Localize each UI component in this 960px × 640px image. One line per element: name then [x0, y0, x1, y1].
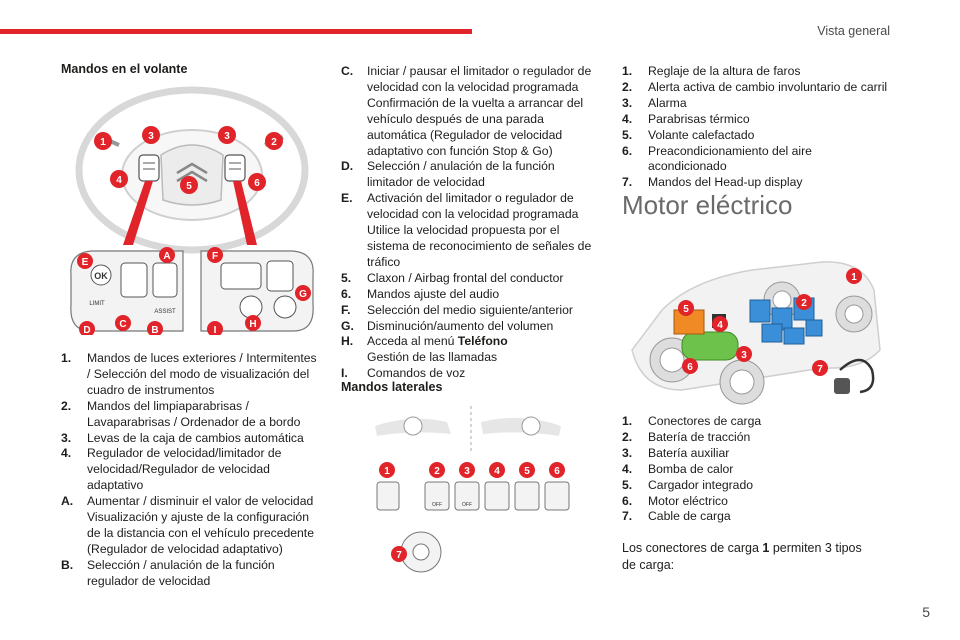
- motor-badges: 1 2 4 5 3 6 7: [678, 268, 862, 376]
- lateral-controls-diagram: OFF OFF 1 2 3 4 5 6 7: [375, 406, 570, 573]
- lateral-badges: 1 2 3 4 5 6 7: [379, 462, 565, 562]
- svg-text:OK: OK: [94, 271, 108, 281]
- svg-text:4: 4: [116, 175, 122, 186]
- section-label: Vista general: [817, 24, 890, 38]
- svg-text:2: 2: [801, 298, 807, 309]
- motor-legend: 1.Conectores de carga 2.Batería de tracc…: [622, 414, 892, 525]
- svg-text:1: 1: [384, 466, 390, 477]
- list-item: 5.Claxon / Airbag frontal del conductor: [341, 270, 564, 285]
- svg-text:7: 7: [396, 550, 402, 561]
- svg-text:3: 3: [464, 466, 470, 477]
- controls-legend: C.Iniciar / pausar el limitador o regula…: [341, 64, 603, 382]
- svg-text:4: 4: [717, 320, 723, 331]
- svg-text:5: 5: [186, 181, 192, 192]
- svg-text:A: A: [163, 251, 170, 262]
- svg-text:5: 5: [524, 466, 530, 477]
- lateral-legend: 1.Reglaje de la altura de faros 2.Alerta…: [622, 64, 892, 191]
- svg-text:D: D: [83, 325, 90, 335]
- header-accent-bar: [0, 29, 472, 34]
- list-item: 3.Batería auxiliar: [622, 445, 730, 460]
- list-item: 1.Reglaje de la altura de faros: [622, 64, 801, 78]
- list-item: 6.Motor eléctrico: [622, 493, 728, 508]
- svg-text:H: H: [249, 319, 256, 330]
- steering-badges: 1 3 3 2 4 5 6: [94, 126, 283, 194]
- list-item: A.Aumentar / disminuir el valor de veloc…: [61, 494, 314, 556]
- list-item: 1.Conectores de carga: [622, 414, 762, 428]
- svg-text:7: 7: [817, 364, 823, 375]
- list-item: G.Disminución/aumento del volumen: [341, 318, 554, 333]
- list-item: 3.Alarma: [622, 95, 687, 110]
- list-item: 2.Batería de tracción: [622, 429, 751, 444]
- list-item: 2.Mandos del limpiaparabrisas / Lavapara…: [61, 398, 301, 429]
- svg-text:B: B: [151, 325, 158, 335]
- list-item: 3.Levas de la caja de cambios automática: [61, 430, 304, 445]
- lateral-title: Mandos laterales: [341, 380, 443, 394]
- svg-text:2: 2: [434, 466, 440, 477]
- steering-legend: 1.Mandos de luces exteriores / Intermite…: [61, 351, 323, 590]
- button-badges: E A F G D C B I H: [77, 247, 311, 335]
- list-item: 5.Cargador integrado: [622, 477, 754, 492]
- svg-text:1: 1: [851, 272, 857, 283]
- list-item: 4.Bomba de calor: [622, 461, 734, 476]
- list-item: C.Iniciar / pausar el limitador o regula…: [341, 64, 592, 158]
- svg-text:6: 6: [554, 466, 560, 477]
- page-number: 5: [922, 604, 930, 620]
- list-item: 1.Mandos de luces exteriores / Intermite…: [61, 351, 317, 397]
- svg-text:E: E: [82, 257, 89, 268]
- list-item: E.Activación del limitador o regulador d…: [341, 191, 592, 269]
- svg-text:ASSIST: ASSIST: [154, 309, 176, 315]
- list-item: 6.Mandos ajuste del audio: [341, 286, 500, 301]
- list-item: D.Selección / anulación de la función li…: [341, 159, 555, 190]
- svg-text:I: I: [214, 325, 217, 335]
- svg-text:3: 3: [741, 350, 747, 361]
- svg-text:1: 1: [100, 137, 106, 148]
- svg-text:6: 6: [687, 362, 693, 373]
- svg-text:F: F: [212, 251, 218, 262]
- list-item: F.Selección del medio siguiente/anterior: [341, 302, 573, 317]
- svg-text:3: 3: [148, 131, 154, 142]
- svg-text:2: 2: [271, 137, 277, 148]
- steering-title: Mandos en el volante: [61, 62, 188, 76]
- steering-wheel-diagram: 1 3 3 2 4 5 6 OK LIMIT ASSIST E A F G D …: [70, 86, 314, 335]
- list-item: 4.Parabrisas térmico: [622, 111, 750, 126]
- svg-text:C: C: [119, 319, 126, 330]
- svg-text:4: 4: [494, 466, 500, 477]
- motor-title: Motor eléctrico: [622, 190, 793, 220]
- list-item: 4.Regulador de velocidad/limitador de ve…: [61, 446, 282, 493]
- svg-text:OFF: OFF: [432, 502, 442, 508]
- charging-paragraph: Los conectores de carga 1 permiten 3 tip…: [622, 541, 862, 572]
- list-item: 5.Volante calefactado: [622, 127, 755, 142]
- svg-text:LIMIT: LIMIT: [89, 301, 105, 307]
- list-item: 2.Alerta activa de cambio involuntario d…: [622, 79, 888, 94]
- svg-text:OFF: OFF: [462, 502, 472, 508]
- list-item: 7.Mandos del Head-up display: [622, 175, 803, 190]
- svg-text:6: 6: [254, 178, 260, 189]
- electric-motor-diagram: 1 2 4 5 3 6 7: [631, 261, 881, 405]
- svg-text:3: 3: [224, 131, 230, 142]
- svg-text:G: G: [299, 289, 307, 300]
- list-item: 7.Cable de carga: [622, 509, 731, 524]
- svg-text:5: 5: [683, 304, 689, 315]
- list-item: 6.Preacondicionamiento del aire acondici…: [622, 143, 812, 174]
- list-item: B.Selección / anulación de la función re…: [61, 557, 275, 588]
- list-item: I.Comandos de voz: [341, 366, 466, 381]
